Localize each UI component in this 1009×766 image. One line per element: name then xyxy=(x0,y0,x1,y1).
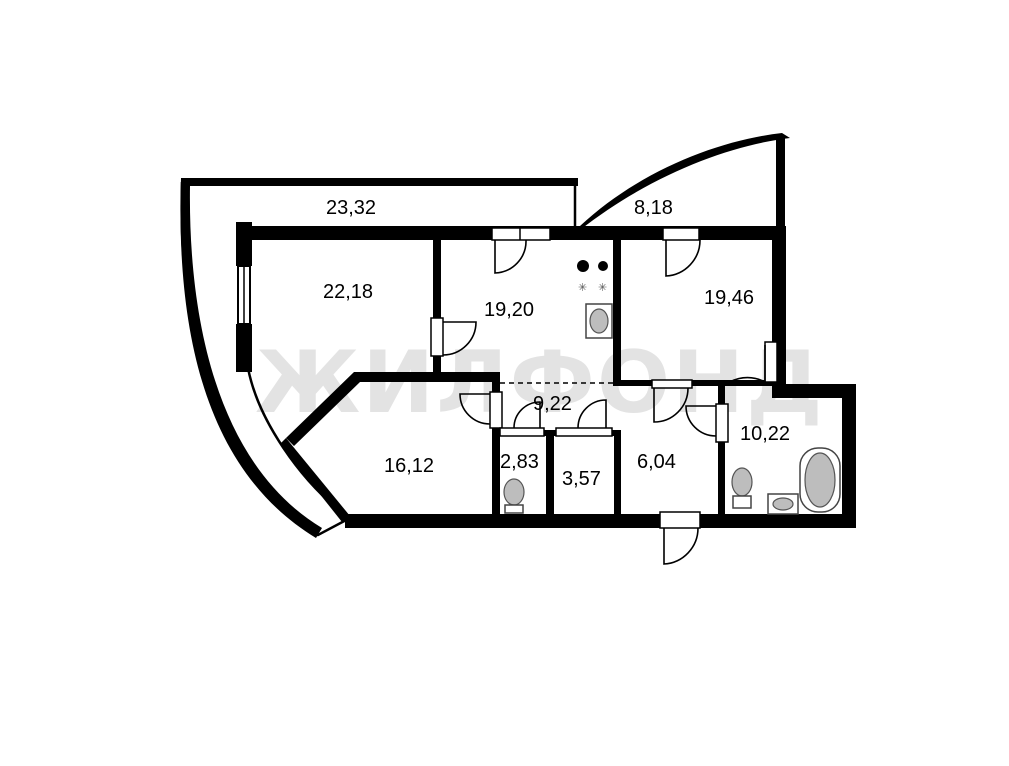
door-wc xyxy=(499,401,545,437)
door-entrance xyxy=(659,511,701,565)
left-wall-lower xyxy=(236,324,252,372)
area-balcony-right: 8,18 xyxy=(634,197,673,219)
door-corridor-top xyxy=(651,379,693,423)
area-corridor: 6,04 xyxy=(637,451,676,473)
toilet-icon xyxy=(503,478,525,514)
area-bathroom: 10,22 xyxy=(740,423,790,445)
door-room-right-top xyxy=(662,227,701,277)
area-room-left: 22,18 xyxy=(323,281,373,303)
right-wall-lower xyxy=(842,384,856,528)
wall-room-right-bottom xyxy=(613,380,777,386)
door-storage xyxy=(555,399,613,437)
door-kitchen-left xyxy=(430,317,477,357)
wall-wc-storage xyxy=(546,430,554,520)
kitchen-sink-icon xyxy=(585,303,613,339)
area-room-right: 19,46 xyxy=(704,287,754,309)
door-room-bottom xyxy=(459,391,503,429)
area-wc: 2,83 xyxy=(500,451,539,473)
wall-hall-left xyxy=(492,372,500,522)
area-storage: 3,57 xyxy=(562,468,601,490)
area-hall: 9,22 xyxy=(533,393,572,415)
balcony-right-wall xyxy=(572,133,790,230)
area-kitchen: 19,20 xyxy=(484,299,534,321)
wall-corridor-bath xyxy=(718,384,725,520)
balcony-right-edge xyxy=(776,136,785,236)
svg-text:✳: ✳ xyxy=(598,281,607,294)
wall-kitchen-right xyxy=(613,238,621,384)
door-kitchen-top xyxy=(491,227,551,274)
area-room-bottom: 16,12 xyxy=(384,455,434,477)
bathroom-top-wall xyxy=(772,384,854,398)
bathtub-icon xyxy=(799,447,841,513)
svg-text:✳: ✳ xyxy=(578,281,587,294)
bathroom-toilet-icon xyxy=(731,467,753,509)
door-room-right-bottom xyxy=(729,341,778,384)
bathroom-sink-icon xyxy=(767,493,799,515)
left-wall-upper xyxy=(236,222,252,266)
area-balcony-left: 23,32 xyxy=(326,197,376,219)
bottom-wall xyxy=(345,514,855,528)
wall-kitchen-left xyxy=(433,238,441,372)
stove-icon: ✳ ✳ xyxy=(577,260,608,294)
diagonal-wall-lower xyxy=(280,438,350,522)
wall-storage-corridor xyxy=(614,430,621,520)
door-bathroom xyxy=(685,403,729,443)
diagonal-wall xyxy=(286,372,500,446)
